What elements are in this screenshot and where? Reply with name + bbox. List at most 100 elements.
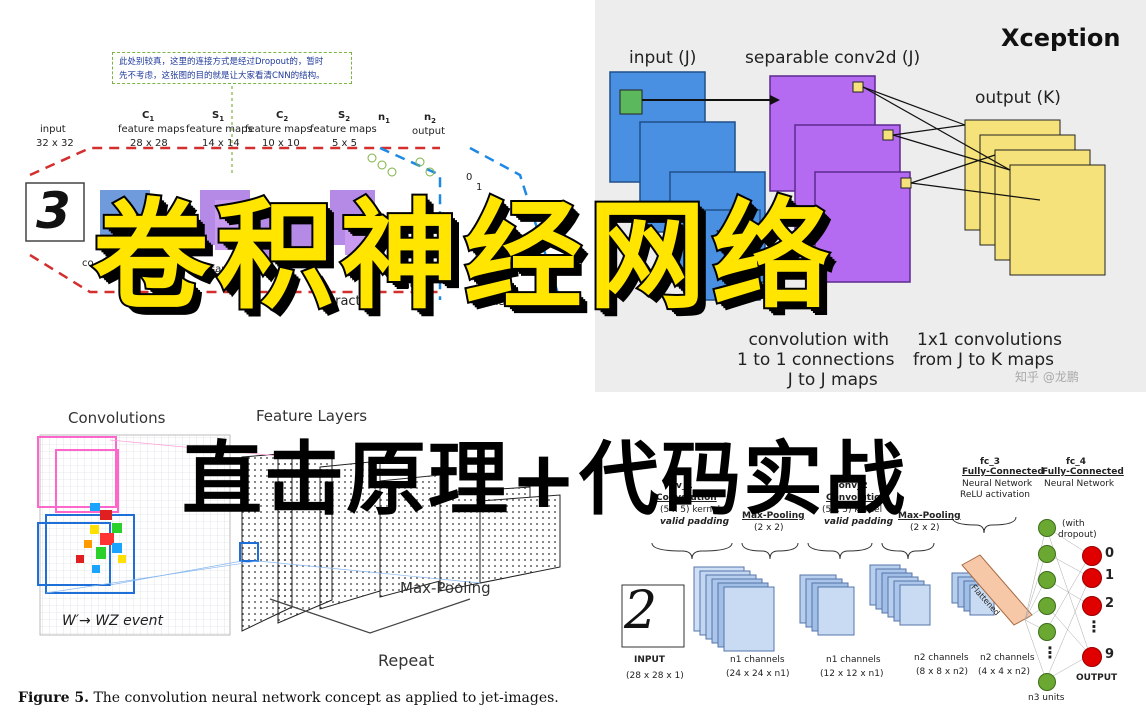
sub-title: 直击原理+代码实战 bbox=[182, 433, 908, 526]
stack-n1b bbox=[799, 574, 855, 636]
output-node bbox=[1082, 596, 1102, 616]
xception-title: Xception bbox=[1001, 24, 1121, 52]
lenet-digit: 3 bbox=[36, 182, 71, 240]
fc3-type: Fully-Connected bbox=[962, 467, 1044, 477]
conv2-title: Conv_2 bbox=[832, 481, 868, 491]
xception-caption-1: convolution with 1 to 1 connections J to… bbox=[737, 330, 895, 390]
conv1-kernel: (5 x 5) kernel bbox=[660, 505, 721, 515]
fc4-title: fc_4 bbox=[1066, 457, 1087, 467]
conv2-padding: valid padding bbox=[824, 517, 894, 527]
jet-max-pooling-label: Max-Pooling bbox=[400, 579, 491, 597]
fc3-node bbox=[1038, 571, 1056, 589]
fc4-net: Neural Network bbox=[1044, 479, 1115, 489]
output-node bbox=[1082, 568, 1102, 588]
pool1-type: Max-Pooling bbox=[742, 511, 805, 521]
jet-feature-layers-label: Feature Layers bbox=[256, 407, 368, 425]
lenet-frag-0: 0 bbox=[466, 172, 473, 183]
xception-caption-2: 1x1 convolutions from J to K maps bbox=[913, 330, 1062, 370]
lenet-note: 此处别较真，这里的连接方式是经过Dropout的，暂时 先不考虑，这张图的目的就… bbox=[112, 52, 352, 84]
output-node bbox=[1082, 647, 1102, 667]
fc3-node bbox=[1038, 545, 1056, 563]
note-line-1: 此处别较真，这里的连接方式是经过Dropout的，暂时 bbox=[119, 57, 324, 67]
n1b-size: (12 x 12 x n1) bbox=[820, 669, 884, 679]
lenet-c1-label: C1 bbox=[142, 110, 155, 123]
lenet-frag-classi: classi bbox=[480, 294, 516, 309]
lenet-s1-desc: feature maps bbox=[186, 124, 253, 135]
conv1-type: Convolution bbox=[656, 493, 717, 503]
cnn-output-label: OUTPUT bbox=[1076, 673, 1118, 683]
main-title: 卷积神经网络 bbox=[90, 185, 837, 327]
lenet-frag-ling: ling bbox=[398, 280, 417, 291]
lenet-frag-feature: fe bbox=[270, 294, 283, 309]
n1a-label: n1 channels bbox=[730, 655, 785, 665]
jet-repeat-label: Repeat bbox=[378, 651, 435, 670]
lenet-n2-label: n2 bbox=[424, 112, 436, 125]
fc3-title: fc_3 bbox=[980, 457, 1001, 467]
conv2-kernel: (5 x 5) kernel bbox=[822, 505, 883, 515]
lenet-frag-1: 1 bbox=[476, 182, 483, 193]
lenet-s2-desc: feature maps bbox=[310, 124, 377, 135]
n1a-size: (24 x 24 x n1) bbox=[726, 669, 790, 679]
lenet-c1-size: 28 x 28 bbox=[130, 138, 168, 149]
conv1-title: v_1 bbox=[676, 481, 693, 491]
figure-caption: Figure 5. The convolution neural network… bbox=[18, 690, 559, 706]
output-label-2: 2 bbox=[1105, 596, 1115, 611]
dropout-label-1: (with bbox=[1062, 519, 1085, 529]
cnn-input-size: (28 x 28 x 1) bbox=[626, 671, 684, 681]
lenet-n1-label: n1 bbox=[378, 112, 390, 125]
n1b-label: n1 channels bbox=[826, 655, 881, 665]
cnn-input-digit: 2 bbox=[624, 581, 658, 641]
lenet-s2-label: S2 bbox=[338, 110, 351, 123]
xception-output-label: output (K) bbox=[975, 88, 1061, 108]
lenet-graphic bbox=[25, 86, 562, 301]
xception-graphic bbox=[609, 71, 1106, 301]
fc3-node bbox=[1038, 597, 1056, 615]
lenet-c2-label: C2 bbox=[276, 110, 289, 123]
lenet-diagram-panel: 此处别较真，这里的连接方式是经过Dropout的，暂时 先不考虑，这张图的目的就… bbox=[0, 0, 590, 320]
dropout-label-2: dropout) bbox=[1058, 530, 1097, 540]
lenet-s2-size: 5 x 5 bbox=[332, 138, 357, 149]
pool2-size: (2 x 2) bbox=[910, 523, 940, 533]
lenet-frag-ation: ation bbox=[528, 294, 561, 309]
conv1-padding: valid padding bbox=[660, 517, 730, 527]
stack-n1a bbox=[693, 566, 775, 652]
jet-event-label: W′→ WZ event bbox=[62, 613, 163, 629]
output-label-0: 0 bbox=[1105, 546, 1115, 561]
fc3-node bbox=[1038, 673, 1056, 691]
xception-diagram-panel: Xception input (J) separable conv2d (J) … bbox=[595, 0, 1146, 392]
jet-image-panel: Convolutions Feature Layers Max-Pooling … bbox=[0, 395, 600, 717]
fc4-type: Fully-Connected bbox=[1042, 467, 1124, 477]
xception-sep-label: separable conv2d (J) bbox=[745, 48, 921, 68]
cnn-digits-graphic bbox=[621, 516, 1091, 681]
lenet-frag-extraction: tractio bbox=[330, 294, 373, 309]
jet-convolutions-label: Convolutions bbox=[68, 409, 166, 427]
output-dots: ⋮ bbox=[1086, 617, 1102, 636]
lenet-c2-size: 10 x 10 bbox=[262, 138, 300, 149]
pool2-type: Max-Pooling bbox=[898, 511, 961, 521]
cnn-digits-panel: 2 v_1 Convolution (5 x 5) kernel valid p… bbox=[600, 455, 1146, 717]
n3-units-label: n3 units bbox=[1028, 693, 1065, 703]
stack-n2b bbox=[951, 572, 995, 616]
fc3-activation: ReLU activation bbox=[960, 490, 1030, 500]
output-node bbox=[1082, 546, 1102, 566]
lenet-input-size: 32 x 32 bbox=[36, 138, 74, 149]
conv2-type: Convolution bbox=[826, 493, 887, 503]
jet-graphic bbox=[37, 434, 561, 636]
output-label-1: 1 bbox=[1105, 568, 1115, 583]
lenet-s1-size: 14 x 14 bbox=[202, 138, 240, 149]
pool1-size: (2 x 2) bbox=[754, 523, 784, 533]
lenet-frag-2: 2 bbox=[390, 266, 397, 277]
stack-n2a bbox=[869, 564, 931, 626]
fc3-node bbox=[1038, 519, 1056, 537]
lenet-c1-desc: feature maps bbox=[118, 124, 185, 135]
n2b-size: (4 x 4 x n2) bbox=[978, 667, 1031, 677]
fc3-dots: ⋮ bbox=[1042, 643, 1058, 662]
output-label-9: 9 bbox=[1105, 647, 1115, 662]
fc3-net: Neural Network bbox=[962, 479, 1033, 489]
xception-watermark: 知乎 @龙鹏 bbox=[1015, 370, 1079, 384]
n2b-label: n2 channels bbox=[980, 653, 1035, 663]
lenet-c2-desc: feature maps bbox=[245, 124, 312, 135]
lenet-output-label: output bbox=[412, 126, 445, 137]
note-line-2: 先不考虑，这张图的目的就是让大家看清CNN的结构。 bbox=[119, 71, 325, 81]
n2a-label: n2 channels bbox=[914, 653, 969, 663]
